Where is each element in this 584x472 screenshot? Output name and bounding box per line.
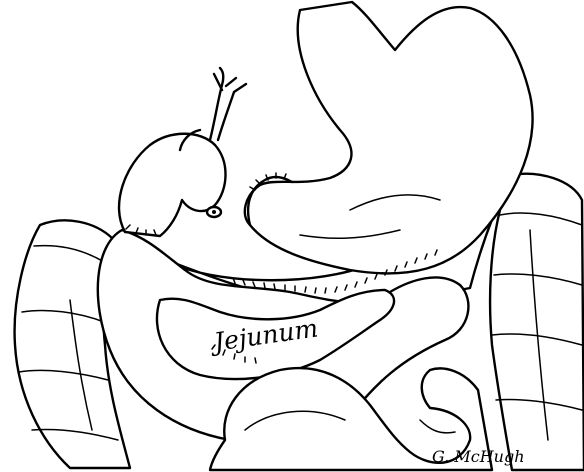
artist-signature: G. McHugh: [432, 447, 525, 466]
stomach: [245, 2, 533, 273]
duodenal-stump: [119, 68, 246, 236]
